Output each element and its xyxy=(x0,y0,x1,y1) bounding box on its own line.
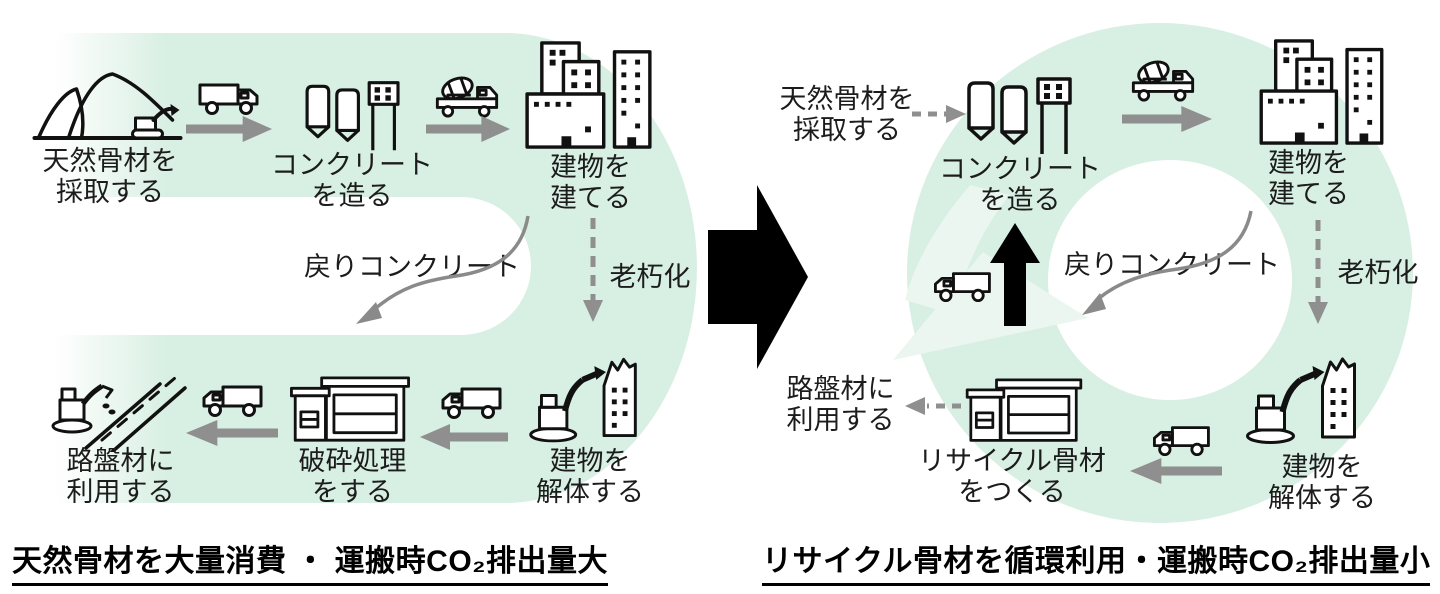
recycle-return-arrow-icon xyxy=(990,223,1040,326)
mixer-truck-icon xyxy=(1130,58,1196,102)
flow-arrow-right-icon xyxy=(426,116,510,142)
returned-concrete-label-right: 戻りコンクリート xyxy=(1064,250,1280,280)
demolition-icon xyxy=(518,348,650,443)
recycle-label-right: リサイクル骨材 をつくる xyxy=(918,446,1106,508)
buildings-icon xyxy=(524,40,652,150)
buildings-icon xyxy=(1256,38,1386,146)
roadbed-label-right: 路盤材に 利用する xyxy=(786,374,895,436)
flow-arrow-right-icon xyxy=(186,116,272,142)
quarry-icon xyxy=(30,60,185,145)
make-concrete-label-left: コンクリート を造る xyxy=(271,150,433,212)
dump-truck-icon xyxy=(197,78,263,116)
right-caption: リサイクル骨材を循環利用・運搬時CO₂排出量小 xyxy=(762,536,1431,586)
transition-arrow-icon xyxy=(708,185,808,369)
dump-truck-icon xyxy=(1148,421,1212,457)
returned-concrete-arrow-icon xyxy=(1082,210,1253,315)
extract-label-right: 天然骨材を 採取する xyxy=(779,84,915,146)
flow-arrow-right-icon xyxy=(1122,106,1212,132)
roadbed-dashed-arrow-icon xyxy=(905,397,961,415)
aging-label-left: 老朽化 xyxy=(609,262,691,292)
concrete-plant-icon xyxy=(964,76,1076,156)
build-label-left: 建物を 建てる xyxy=(550,152,631,214)
extract-dashed-arrow-icon xyxy=(912,105,966,123)
flow-arrow-left-icon xyxy=(1130,458,1222,484)
flow-arrow-left-icon xyxy=(186,420,278,446)
concrete-plant-icon xyxy=(298,80,408,152)
demolish-label-left: 建物を 解体する xyxy=(536,446,644,508)
demolish-label-right: 建物を 解体する xyxy=(1268,452,1376,514)
aging-label-right: 老朽化 xyxy=(1337,258,1419,288)
recycle-plant-icon xyxy=(962,378,1086,444)
crusher-plant-icon xyxy=(287,376,413,444)
crush-label-left: 破砕処理 をする xyxy=(298,446,407,508)
left-caption: 天然骨材を大量消費 ・ 運搬時CO₂排出量大 xyxy=(12,536,608,586)
aging-arrow-icon xyxy=(583,218,603,322)
dump-truck-icon xyxy=(198,380,264,418)
build-label-right: 建物を 建てる xyxy=(1268,148,1349,210)
left-flow-band-background xyxy=(35,33,697,503)
dump-truck-icon xyxy=(929,267,993,303)
aging-arrow-icon xyxy=(1308,220,1328,324)
make-concrete-label-right: コンクリート を造る xyxy=(939,154,1101,216)
mixer-truck-icon xyxy=(434,74,500,118)
cycle-swoosh-arrow xyxy=(893,185,1088,360)
returned-concrete-arrow-icon xyxy=(356,215,530,324)
roadbed-label-left: 路盤材に 利用する xyxy=(66,446,175,508)
returned-concrete-label-left: 戻りコンクリート xyxy=(304,252,520,282)
dump-truck-icon xyxy=(437,382,503,420)
extract-label-left: 天然骨材を 採取する xyxy=(42,146,178,208)
demolition-icon xyxy=(1232,348,1372,444)
roadbed-use-icon xyxy=(50,368,190,452)
